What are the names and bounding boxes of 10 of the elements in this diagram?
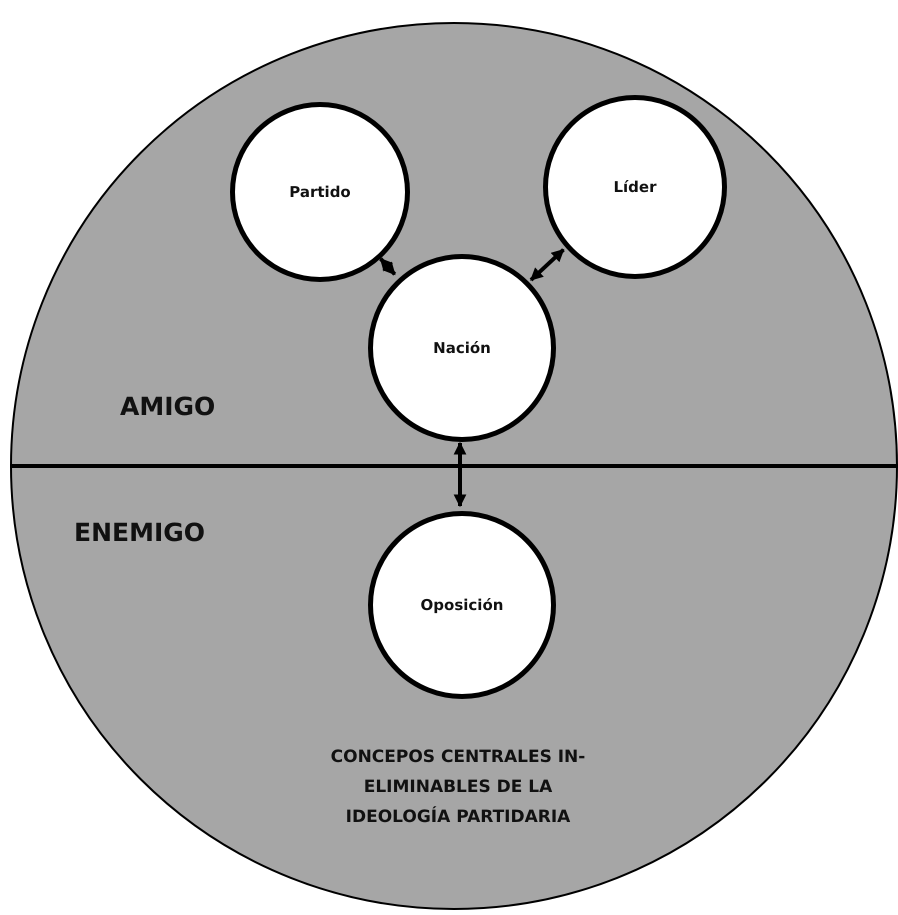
double-arrow bbox=[379, 257, 396, 276]
zone-label: AMIGO bbox=[120, 392, 216, 422]
double-arrow bbox=[530, 248, 565, 282]
double-arrow bbox=[454, 442, 466, 508]
node-label: Oposición bbox=[420, 596, 504, 614]
caption-text: CONCEPOS CENTRALES IN-ELIMINABLES DE LA IDEOLOGÍA PARTIDARIA bbox=[330, 746, 586, 829]
node-label: Nación bbox=[433, 339, 491, 357]
zone-label: ENEMIGO bbox=[74, 518, 206, 548]
node-label: Líder bbox=[613, 178, 656, 196]
node-label: Partido bbox=[289, 183, 351, 201]
